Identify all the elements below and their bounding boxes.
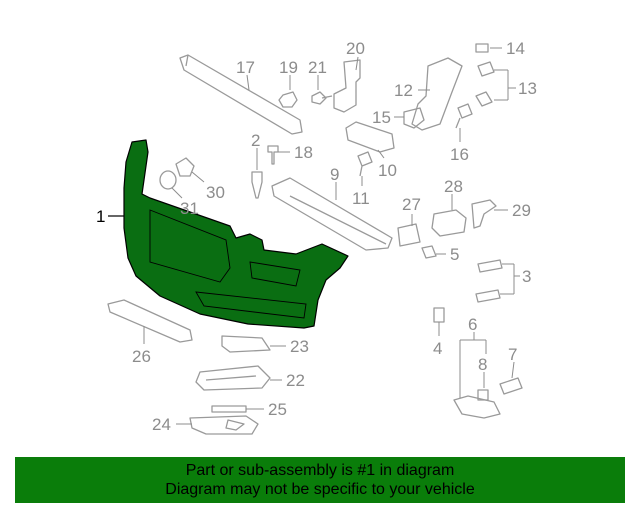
callout-5: 5 (450, 245, 459, 264)
leader-line-20 (355, 56, 359, 71)
callout-6: 6 (468, 315, 477, 334)
module-part-28[interactable] (431, 209, 467, 237)
callout-14: 14 (506, 39, 525, 58)
leader-line-10 (377, 149, 385, 159)
bracket-part-10[interactable] (345, 121, 395, 153)
callout-23: 23 (290, 337, 309, 356)
nut-part[interactable] (278, 91, 298, 108)
bumper-cover-part[interactable] (123, 139, 349, 329)
callout-21: 21 (308, 58, 327, 77)
cover-part-6[interactable] (453, 395, 501, 419)
bolt-part-7[interactable] (499, 377, 523, 395)
bracket-part-20[interactable] (333, 59, 361, 113)
notice-banner: Part or sub-assembly is #1 in diagram Di… (15, 457, 625, 503)
banner-line-1: Part or sub-assembly is #1 in diagram (185, 462, 455, 479)
bumper-grille-opening (149, 209, 231, 283)
bracket-part-29[interactable] (471, 199, 497, 229)
bolt-part-2[interactable] (251, 171, 263, 199)
callout-15: 15 (372, 108, 391, 127)
callout-27: 27 (402, 195, 421, 214)
leader-line-31 (171, 187, 183, 199)
bumper-side-vent (249, 261, 301, 287)
sensor-part-30[interactable] (175, 157, 195, 177)
callout-16: 16 (450, 145, 469, 164)
callout-29: 29 (512, 201, 531, 220)
callout-25: 25 (268, 400, 287, 419)
callout-30: 30 (206, 183, 225, 202)
callout-13: 13 (518, 79, 537, 98)
callout-19: 19 (279, 58, 298, 77)
callout-26: 26 (132, 347, 151, 366)
bolt-part-16[interactable] (455, 103, 473, 129)
leader-line-17 (246, 74, 250, 91)
grille-part-23[interactable] (221, 335, 271, 353)
screw-part-14[interactable] (475, 43, 489, 53)
clip-part-15[interactable] (403, 107, 425, 129)
screw-part-13a[interactable] (477, 61, 495, 77)
callout-24: 24 (152, 415, 171, 434)
callout-7: 7 (508, 345, 517, 364)
strip-part-26[interactable] (107, 299, 193, 343)
cover-part-27[interactable] (397, 223, 421, 247)
callout-28: 28 (444, 177, 463, 196)
impact-bar-part[interactable] (179, 54, 303, 135)
callout-22: 22 (286, 371, 305, 390)
bolt-part-3b[interactable] (475, 289, 501, 303)
bolt-part-11[interactable] (357, 151, 373, 177)
shield-part-9[interactable] (271, 177, 393, 251)
clip-part-8[interactable] (477, 389, 489, 401)
ring-part-31[interactable] (159, 170, 177, 190)
callout-2: 2 (251, 131, 260, 150)
bracket-part-12[interactable] (411, 57, 463, 131)
bumper-lower-opening (195, 291, 307, 319)
callout-1: 1 (96, 207, 105, 226)
callout-3: 3 (522, 267, 531, 286)
callout-9: 9 (330, 165, 339, 184)
strip-part-25[interactable] (211, 405, 247, 413)
callout-17: 17 (236, 58, 255, 77)
bolt-part-18[interactable] (267, 145, 279, 165)
callout-10: 10 (378, 161, 397, 180)
callout-4: 4 (433, 339, 442, 358)
parts-diagram: 1 2 3 4 5 6 7 8 9 10 11 12 13 14 15 16 1… (96, 39, 537, 435)
cover-part-24[interactable] (189, 415, 259, 435)
clip-part-4[interactable] (433, 307, 445, 323)
bolt-part-5[interactable] (421, 245, 437, 259)
grille-part-22[interactable] (195, 365, 271, 391)
callout-18: 18 (294, 143, 313, 162)
callout-11: 11 (352, 189, 370, 208)
banner-line-2: Diagram may not be specific to your vehi… (165, 481, 475, 498)
callout-31: 31 (180, 199, 199, 218)
bolt-part-21[interactable] (311, 91, 333, 105)
callout-12: 12 (394, 81, 413, 100)
bolt-part-3a[interactable] (477, 259, 503, 273)
callout-20: 20 (346, 39, 365, 58)
leader-line-7 (511, 361, 515, 379)
callout-8: 8 (478, 355, 487, 374)
screw-part-13b[interactable] (475, 91, 493, 107)
leader-line-30 (191, 171, 205, 183)
